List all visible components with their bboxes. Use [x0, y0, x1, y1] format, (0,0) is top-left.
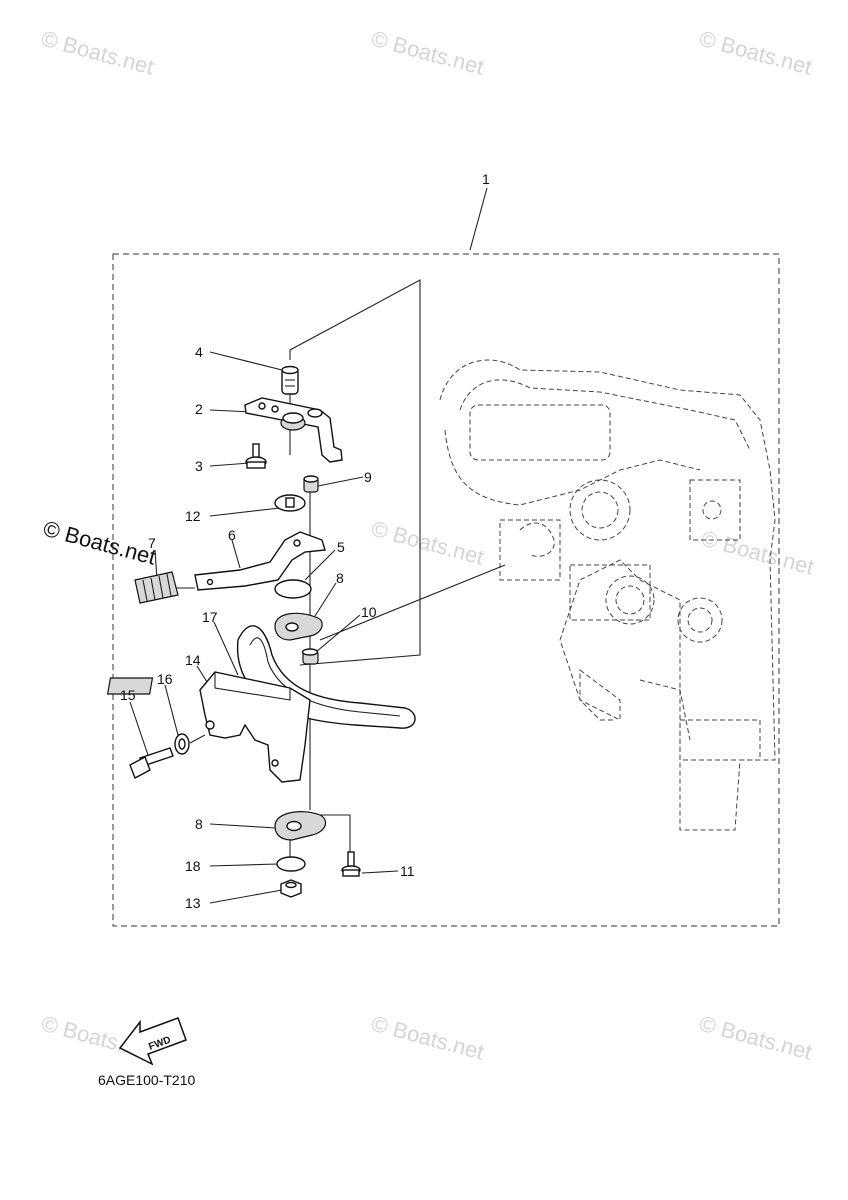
leader-lines	[129, 187, 506, 904]
axis-line	[320, 814, 351, 855]
part-5-washer[interactable]	[274, 579, 312, 599]
watermark: © Boats.net	[697, 1011, 815, 1065]
leader-2	[209, 409, 253, 413]
watermark: © Boats.net	[39, 26, 157, 80]
leader-6	[231, 539, 241, 569]
fwd-arrow-icon	[118, 1017, 187, 1066]
leader-13	[209, 889, 283, 904]
part-6-lever[interactable]	[194, 531, 326, 591]
leader-9	[317, 476, 364, 487]
watermark: © Boats.net	[369, 1011, 487, 1065]
part-14-bracket[interactable]	[106, 671, 311, 783]
leader-18	[209, 863, 279, 867]
callout-12: 12	[185, 508, 201, 524]
callout-13: 13	[185, 895, 201, 911]
part-18-washer[interactable]	[276, 856, 306, 872]
part-16-washer[interactable]	[174, 733, 190, 755]
engine-bracket-outline	[439, 359, 776, 831]
callout-10: 10	[361, 604, 377, 620]
leader-1	[469, 187, 488, 251]
callout-3: 3	[195, 458, 203, 474]
callout-8-lower: 8	[195, 816, 203, 832]
leader-8	[314, 582, 337, 617]
part-2-plate[interactable]	[244, 397, 343, 463]
part-13-nut[interactable]	[280, 879, 302, 898]
part-12-washer[interactable]	[274, 494, 306, 512]
leader-3	[209, 462, 251, 467]
part-8-collar-top[interactable]	[274, 612, 323, 641]
axis-line	[189, 734, 206, 744]
parts	[106, 365, 416, 898]
assembly-boundary	[112, 253, 780, 927]
callout-1: 1	[482, 171, 490, 187]
callout-6: 6	[228, 527, 236, 543]
leader-10	[315, 614, 361, 653]
callout-8: 8	[336, 570, 344, 586]
fwd-arrow: FWD	[118, 1017, 187, 1066]
watermark: © Boats.net	[697, 26, 815, 80]
callout-4: 4	[195, 344, 203, 360]
watermark: © Boats.net	[699, 526, 817, 580]
part-11-bolt[interactable]	[341, 851, 361, 877]
callout-9: 9	[364, 469, 372, 485]
leader-8b	[209, 823, 277, 829]
leader-5	[304, 549, 336, 581]
callout-2: 2	[195, 401, 203, 417]
callout-16: 16	[157, 671, 173, 687]
callout-14: 14	[185, 652, 201, 668]
callout-15: 15	[120, 687, 136, 703]
part-8-collar-bottom[interactable]	[274, 811, 327, 841]
assembly-guide	[289, 279, 421, 666]
callout-5: 5	[337, 539, 345, 555]
callouts: 1 2 3 4 5 6 7 8 8 9 10 11 12 13 14 15 16…	[120, 171, 490, 911]
part-3-bolt[interactable]	[245, 443, 267, 469]
leader-15	[129, 701, 149, 756]
part-4-pin[interactable]	[281, 365, 299, 395]
watermark: © Boats.net	[369, 26, 487, 80]
mount-line	[319, 564, 506, 641]
leader-11	[361, 870, 399, 874]
figure-code: 6AGE100-T210	[98, 1072, 195, 1088]
part-10-collar[interactable]	[301, 648, 319, 665]
part-7-grip[interactable]	[134, 571, 179, 604]
leader-4	[209, 351, 283, 371]
watermark: © Boats.net	[369, 516, 487, 570]
callout-11: 11	[400, 863, 415, 879]
leader-17	[213, 621, 239, 676]
part-9-collar[interactable]	[303, 475, 319, 493]
leader-12	[209, 507, 281, 517]
callout-17: 17	[202, 609, 218, 625]
callout-18: 18	[185, 858, 201, 874]
part-15-bolt[interactable]	[129, 747, 174, 779]
watermark-dark: © Boats.net	[41, 516, 159, 570]
leader-16	[164, 684, 179, 736]
callout-7: 7	[148, 535, 156, 551]
